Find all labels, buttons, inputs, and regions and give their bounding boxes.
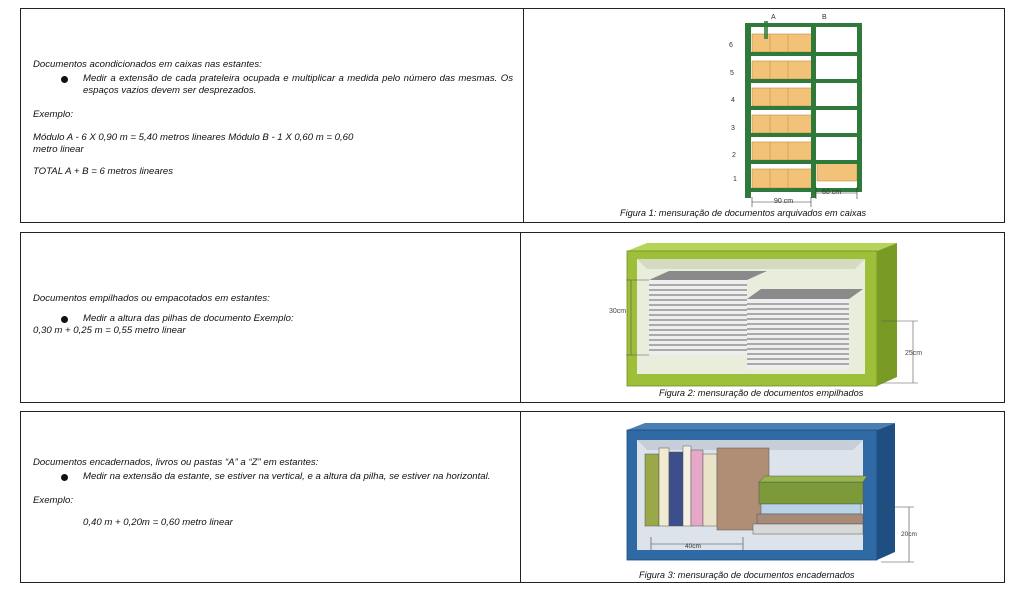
- panel-bound: Documentos encadernados, livros ou pasta…: [20, 411, 1005, 583]
- dimension-25cm: 25cm: [905, 350, 922, 357]
- panel-stacked-bullet: Medir a altura das pilhas de documento E…: [33, 313, 510, 325]
- cabinet-top: [627, 423, 895, 430]
- cabinet-side: [877, 423, 895, 560]
- stacked-documents-illustration: 30cm 25cm: [609, 243, 922, 387]
- shelf-number: 3: [731, 125, 735, 132]
- panel-bound-title: Documentos encadernados, livros ou pasta…: [33, 457, 319, 468]
- panel-bound-bullet: Medir na extensão da estante, se estiver…: [33, 471, 510, 483]
- shelf-number: 6: [729, 42, 733, 49]
- dimension-20cm: 20cm: [901, 531, 917, 538]
- panel-stacked-text: Documentos empilhados ou empacotados em …: [21, 233, 521, 402]
- shelf-frame: [745, 21, 862, 198]
- bullet-icon: [61, 316, 68, 323]
- cabinet-side: [877, 243, 897, 386]
- panel-boxes-bullet-text: Medir a extensão de cada prateleira ocup…: [83, 73, 513, 96]
- panel-boxes-calc-line1: Módulo A - 6 X 0,90 m = 5,40 metros line…: [33, 132, 354, 143]
- panel-boxes-total: TOTAL A + B = 6 metros lineares: [33, 166, 174, 177]
- figure-2-caption: Figura 2: mensuração de documentos empil…: [659, 388, 864, 398]
- vertical-books: [644, 445, 770, 531]
- bullet-icon: [61, 76, 68, 83]
- figure-1-caption: Figura 1: mensuração de documentos arqui…: [620, 208, 867, 218]
- bullet-icon: [61, 474, 68, 481]
- document-stack-right: [747, 289, 863, 369]
- panel-stacked-title: Documentos empilhados ou empacotados em …: [33, 293, 270, 304]
- module-a-boxes: [751, 33, 813, 189]
- panel-boxes: Documentos acondicionados em caixas nas …: [20, 8, 1005, 223]
- shelf-number: 1: [733, 176, 737, 183]
- cabinet-top: [627, 243, 897, 251]
- panel-bound-calc: 0,40 m + 0,20m = 0,60 metro linear: [83, 517, 233, 528]
- column-label-a: A: [771, 14, 776, 21]
- panel-bound-text: Documentos encadernados, livros ou pasta…: [21, 412, 521, 582]
- dimension-60cm: 60 cm: [822, 189, 841, 196]
- shelf-numbers: 6 5 4 3 2 1: [729, 42, 737, 183]
- dimension-30cm: 30cm: [609, 308, 626, 315]
- dimension-90cm: 90 cm: [774, 198, 793, 205]
- panel-boxes-figure: A B: [524, 9, 1004, 222]
- shelf-number: 2: [732, 152, 736, 159]
- bound-documents-illustration: 40cm 20cm: [626, 423, 917, 563]
- panel-stacked-bullet-text: Medir a altura das pilhas de documento E…: [83, 313, 294, 324]
- panel-stacked-figure: 30cm 25cm Figura 2: mensuração de docume…: [521, 233, 1004, 402]
- shelf-boxes-illustration: A B: [729, 14, 862, 207]
- panel-stacked-calc: 0,30 m + 0,25 m = 0,55 metro linear: [33, 325, 186, 336]
- panel-boxes-title: Documentos acondicionados em caixas nas …: [33, 59, 262, 70]
- shelf-number: 4: [731, 97, 735, 104]
- panel-boxes-example-label: Exemplo:: [33, 109, 73, 120]
- panel-boxes-text: Documentos acondicionados em caixas nas …: [21, 9, 524, 222]
- panel-stacked: Documentos empilhados ou empacotados em …: [20, 232, 1005, 403]
- figure-3-caption: Figura 3: mensuração de documentos encad…: [639, 570, 855, 580]
- horizontal-books: [752, 475, 868, 535]
- panel-boxes-calc-line2: metro linear: [33, 144, 84, 155]
- column-label-b: B: [822, 14, 827, 21]
- shelf-number: 5: [730, 70, 734, 77]
- panel-boxes-bullet: Medir a extensão de cada prateleira ocup…: [33, 73, 513, 97]
- dimension-40cm: 40cm: [685, 543, 701, 550]
- panel-bound-figure: 40cm 20cm Figura 3: mensuração de docume…: [521, 412, 1004, 582]
- panel-bound-bullet-text: Medir na extensão da estante, se estiver…: [83, 471, 491, 482]
- document-stack-left: [649, 271, 767, 355]
- panel-bound-example-label: Exemplo:: [33, 495, 73, 506]
